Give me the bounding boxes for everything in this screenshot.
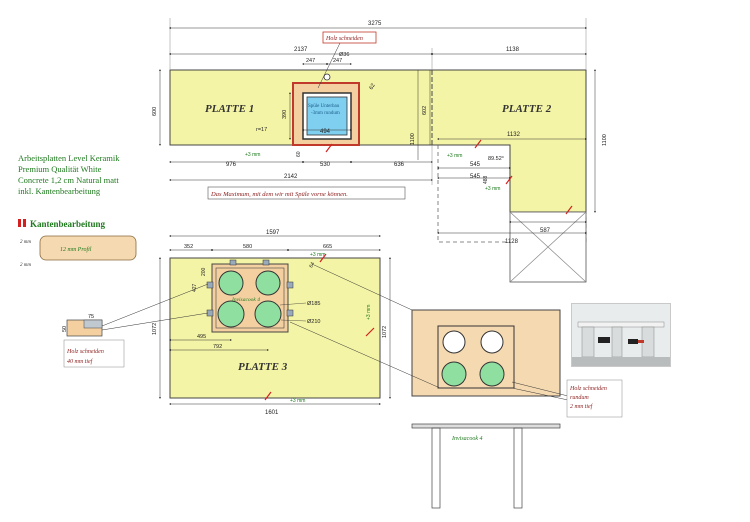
- dim-plus3-d: +3 mm: [310, 252, 325, 258]
- dim-976: 976: [226, 162, 237, 168]
- dim-390: 390: [282, 110, 288, 119]
- dim-494: 494: [320, 129, 331, 135]
- dim-587: 587: [540, 228, 551, 234]
- hob-zone-bl: [217, 300, 245, 328]
- dim-1100-a: 1100: [410, 133, 416, 145]
- hob-zone-tl: [218, 270, 244, 296]
- dim-36: Ø36: [339, 52, 349, 58]
- profile-label: 12 mm Profil: [60, 246, 92, 253]
- dim-665: 665: [323, 244, 332, 250]
- profile-dim-top: 2 mm: [20, 240, 31, 245]
- dim-angle: 89.52°: [488, 156, 504, 162]
- legend-line-2: Premium Qualität White: [18, 164, 102, 174]
- dim-545-b: 545: [470, 174, 481, 180]
- dim-247-a: 247: [306, 58, 315, 64]
- dim-plus3-c: +3 mm: [485, 186, 500, 192]
- plate-3-plan: Invisacook 4 PLATTE 3 1597 352 580 665 +…: [152, 230, 391, 416]
- holz-note-right-3: 2 mm tief: [570, 403, 594, 410]
- plate-2-label: PLATTE 2: [502, 103, 552, 115]
- dim-488: 488: [483, 175, 489, 184]
- dim-600: 600: [152, 107, 158, 116]
- sink-basin: [306, 96, 348, 136]
- dim-1138: 1138: [506, 47, 520, 53]
- tap-hole: [323, 73, 331, 81]
- profile-dim-bottom: 2 mm: [20, 263, 31, 268]
- dim-1601: 1601: [265, 410, 279, 416]
- legend-line-3: Concrete 1,2 cm Natural matt: [18, 175, 119, 185]
- dim-1132: 1132: [507, 132, 521, 138]
- holz-note-right-1: Holz schneiden: [569, 386, 607, 392]
- dim-plus3-a: +3 mm: [245, 152, 260, 158]
- edge-title: Kantenbearbeitung: [30, 219, 106, 229]
- legend-line-4: inkl. Kantenbearbeitung: [18, 186, 101, 196]
- dim-2137: 2137: [294, 47, 308, 53]
- dim-50: 50: [62, 326, 68, 332]
- dim-792: 792: [213, 344, 222, 350]
- dim-602: 602: [422, 106, 428, 115]
- dim-1128: 1128: [505, 239, 519, 245]
- invisacook-label-b: Invisacook 4: [451, 435, 483, 442]
- dim-1072-b: 1072: [382, 326, 388, 338]
- holz-note-left-2: 40 mm tief: [67, 358, 94, 365]
- dim-plus3-e: +3 mm: [366, 305, 372, 320]
- holz-note-top: Holz schneiden: [325, 36, 363, 42]
- dim-60: 60: [296, 151, 302, 157]
- hob-mounting-plate: [215, 267, 285, 329]
- hob-detail-right: Invisacook 4 Holz schneiden rundum 2 mm …: [289, 263, 623, 509]
- holz-note-left-1: Holz schneiden: [66, 349, 104, 355]
- maximum-note-box: [207, 186, 406, 200]
- dim-r17: r=17: [256, 127, 267, 133]
- hob-zone-tr: [255, 270, 281, 296]
- dim-62: 62: [369, 83, 377, 91]
- maximum-note: Das Maximum, mit dem wir mit Spüle vorne…: [210, 191, 348, 198]
- dim-580: 580: [243, 244, 252, 250]
- dim-1597: 1597: [266, 230, 280, 236]
- dim-plus3-f: +3 mm: [290, 398, 305, 404]
- sink-label: Spüle Unterbau: [308, 104, 340, 109]
- dim-352: 352: [184, 244, 193, 250]
- dim-545-a: 545: [470, 162, 481, 168]
- dim-2142: 2142: [284, 174, 298, 180]
- dim-636: 636: [394, 162, 405, 168]
- top-plan: PLATTE 1 PLATTE 2 Spüle Unterbau -3mm ru…: [152, 18, 608, 283]
- dim-64: 64: [308, 261, 316, 269]
- sink-label-2: -3mm rundum: [311, 111, 340, 116]
- dim-1072-a: 1072: [152, 323, 158, 335]
- dim-1100-b: 1100: [602, 134, 608, 146]
- plate-1-label: PLATTE 1: [205, 103, 254, 115]
- dim-75: 75: [88, 314, 94, 320]
- edge-legend: Kantenbearbeitung 12 mm Profil 2 mm 2 mm: [18, 219, 137, 268]
- dim-3275: 3275: [368, 21, 382, 27]
- holz-note-box-top: [322, 31, 377, 44]
- dim-185: Ø185: [307, 301, 320, 307]
- hob-zone-br: [254, 300, 282, 328]
- profile-sample: [39, 235, 137, 261]
- dim-plus3-b: +3 mm: [447, 153, 462, 159]
- hob-install-photo: [571, 303, 671, 367]
- dim-200: 200: [201, 267, 207, 276]
- dim-530: 530: [320, 162, 331, 168]
- dim-247-b: 247: [333, 58, 342, 64]
- holz-note-right-2: rundum: [570, 395, 589, 401]
- dim-427: 427: [192, 283, 198, 292]
- invisacook-label-a: Invisacook 4: [231, 296, 260, 303]
- plate-3-label: PLATTE 3: [238, 361, 288, 373]
- legend-line-1: Arbeitsplatten Level Keramik: [18, 153, 120, 163]
- holz-note-box-left: [63, 339, 125, 368]
- cut-detail-left: 75 50 Holz schneiden 40 mm tief: [62, 283, 209, 368]
- dim-495: 495: [197, 334, 206, 340]
- holz-note-box-right: [566, 379, 623, 418]
- dim-210: Ø210: [307, 319, 320, 325]
